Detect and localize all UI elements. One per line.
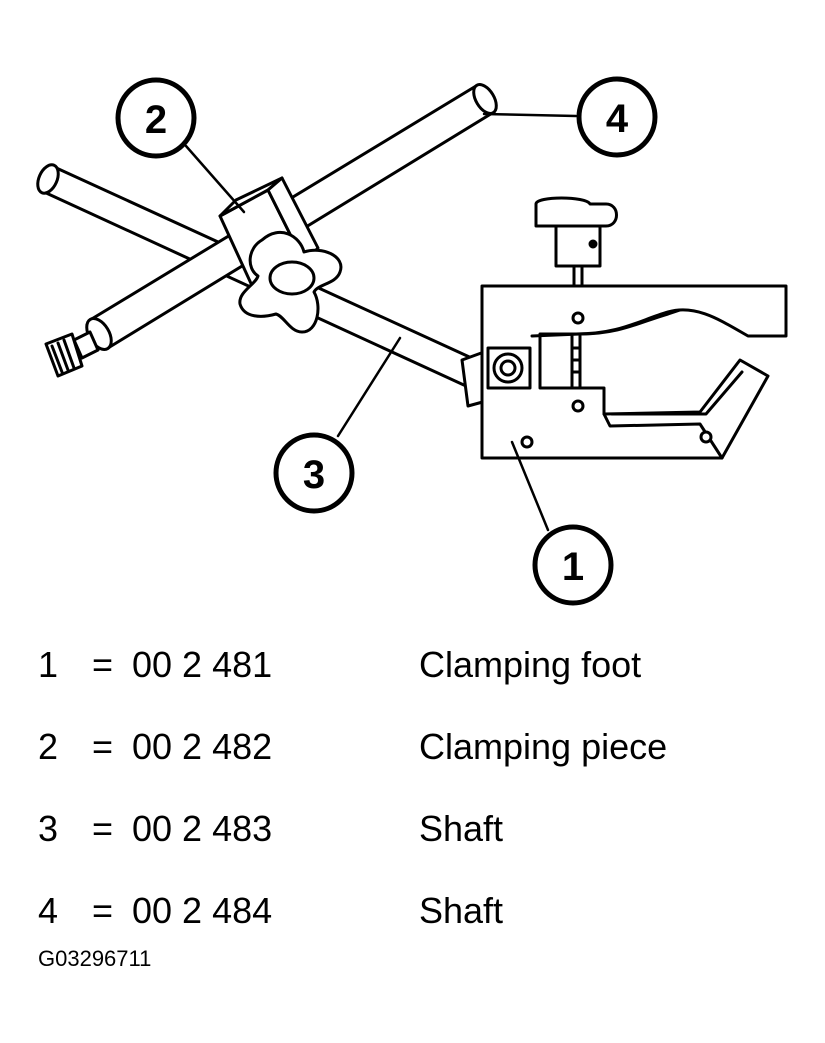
callout-circle-4 xyxy=(576,76,658,158)
legend-row: 2 = 00 2 482 Clamping piece xyxy=(0,722,825,772)
callout-label-2: 2 xyxy=(145,98,167,142)
clamping-foot-1 xyxy=(480,196,788,460)
tool-illustration: 1 2 3 4 xyxy=(36,76,788,606)
leader-lines xyxy=(184,112,578,532)
figure-id: G03296711 xyxy=(38,946,152,971)
callout-label-4: 4 xyxy=(606,97,629,141)
legend-row: 4 = 00 2 484 Shaft xyxy=(0,886,825,936)
legend-description: Clamping foot xyxy=(419,644,642,685)
legend-part-number: 00 2 481 xyxy=(132,644,273,685)
legend-description: Shaft xyxy=(419,890,504,931)
legend-part-number: 00 2 483 xyxy=(132,808,273,849)
legend-equals: = xyxy=(92,890,114,931)
legend-part-number: 00 2 484 xyxy=(132,890,273,931)
callout-circle-3 xyxy=(273,432,355,514)
callout-label-3: 3 xyxy=(303,453,325,497)
legend-number: 2 xyxy=(38,726,59,767)
legend-row: 1 = 00 2 481 Clamping foot xyxy=(0,640,825,690)
legend-description: Shaft xyxy=(419,808,504,849)
callout-label-1: 1 xyxy=(562,545,584,589)
legend-equals: = xyxy=(92,726,114,767)
legend-number: 3 xyxy=(38,808,59,849)
legend-number: 1 xyxy=(38,644,59,685)
legend-part-number: 00 2 482 xyxy=(132,726,273,767)
legend-equals: = xyxy=(92,808,114,849)
legend-equals: = xyxy=(92,644,114,685)
callout-circle-2 xyxy=(115,77,197,159)
clamping-piece-2 xyxy=(218,176,343,334)
legend-description: Clamping piece xyxy=(419,726,668,767)
callout-circle-1 xyxy=(532,524,614,606)
legend-row: 3 = 00 2 483 Shaft xyxy=(0,804,825,854)
legend-number: 4 xyxy=(38,890,59,931)
